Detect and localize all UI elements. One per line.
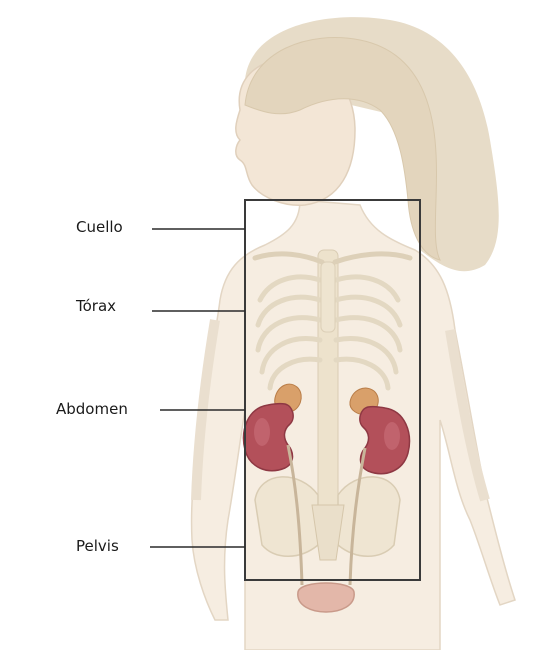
label-chest: Tórax xyxy=(76,297,116,315)
sternum xyxy=(321,262,335,332)
label-pelvis: Pelvis xyxy=(76,537,119,555)
label-abdomen: Abdomen xyxy=(56,400,128,418)
bladder xyxy=(298,583,354,612)
left-kidney-highlight xyxy=(254,418,270,446)
label-neck: Cuello xyxy=(76,218,123,236)
right-kidney-highlight xyxy=(384,422,400,450)
